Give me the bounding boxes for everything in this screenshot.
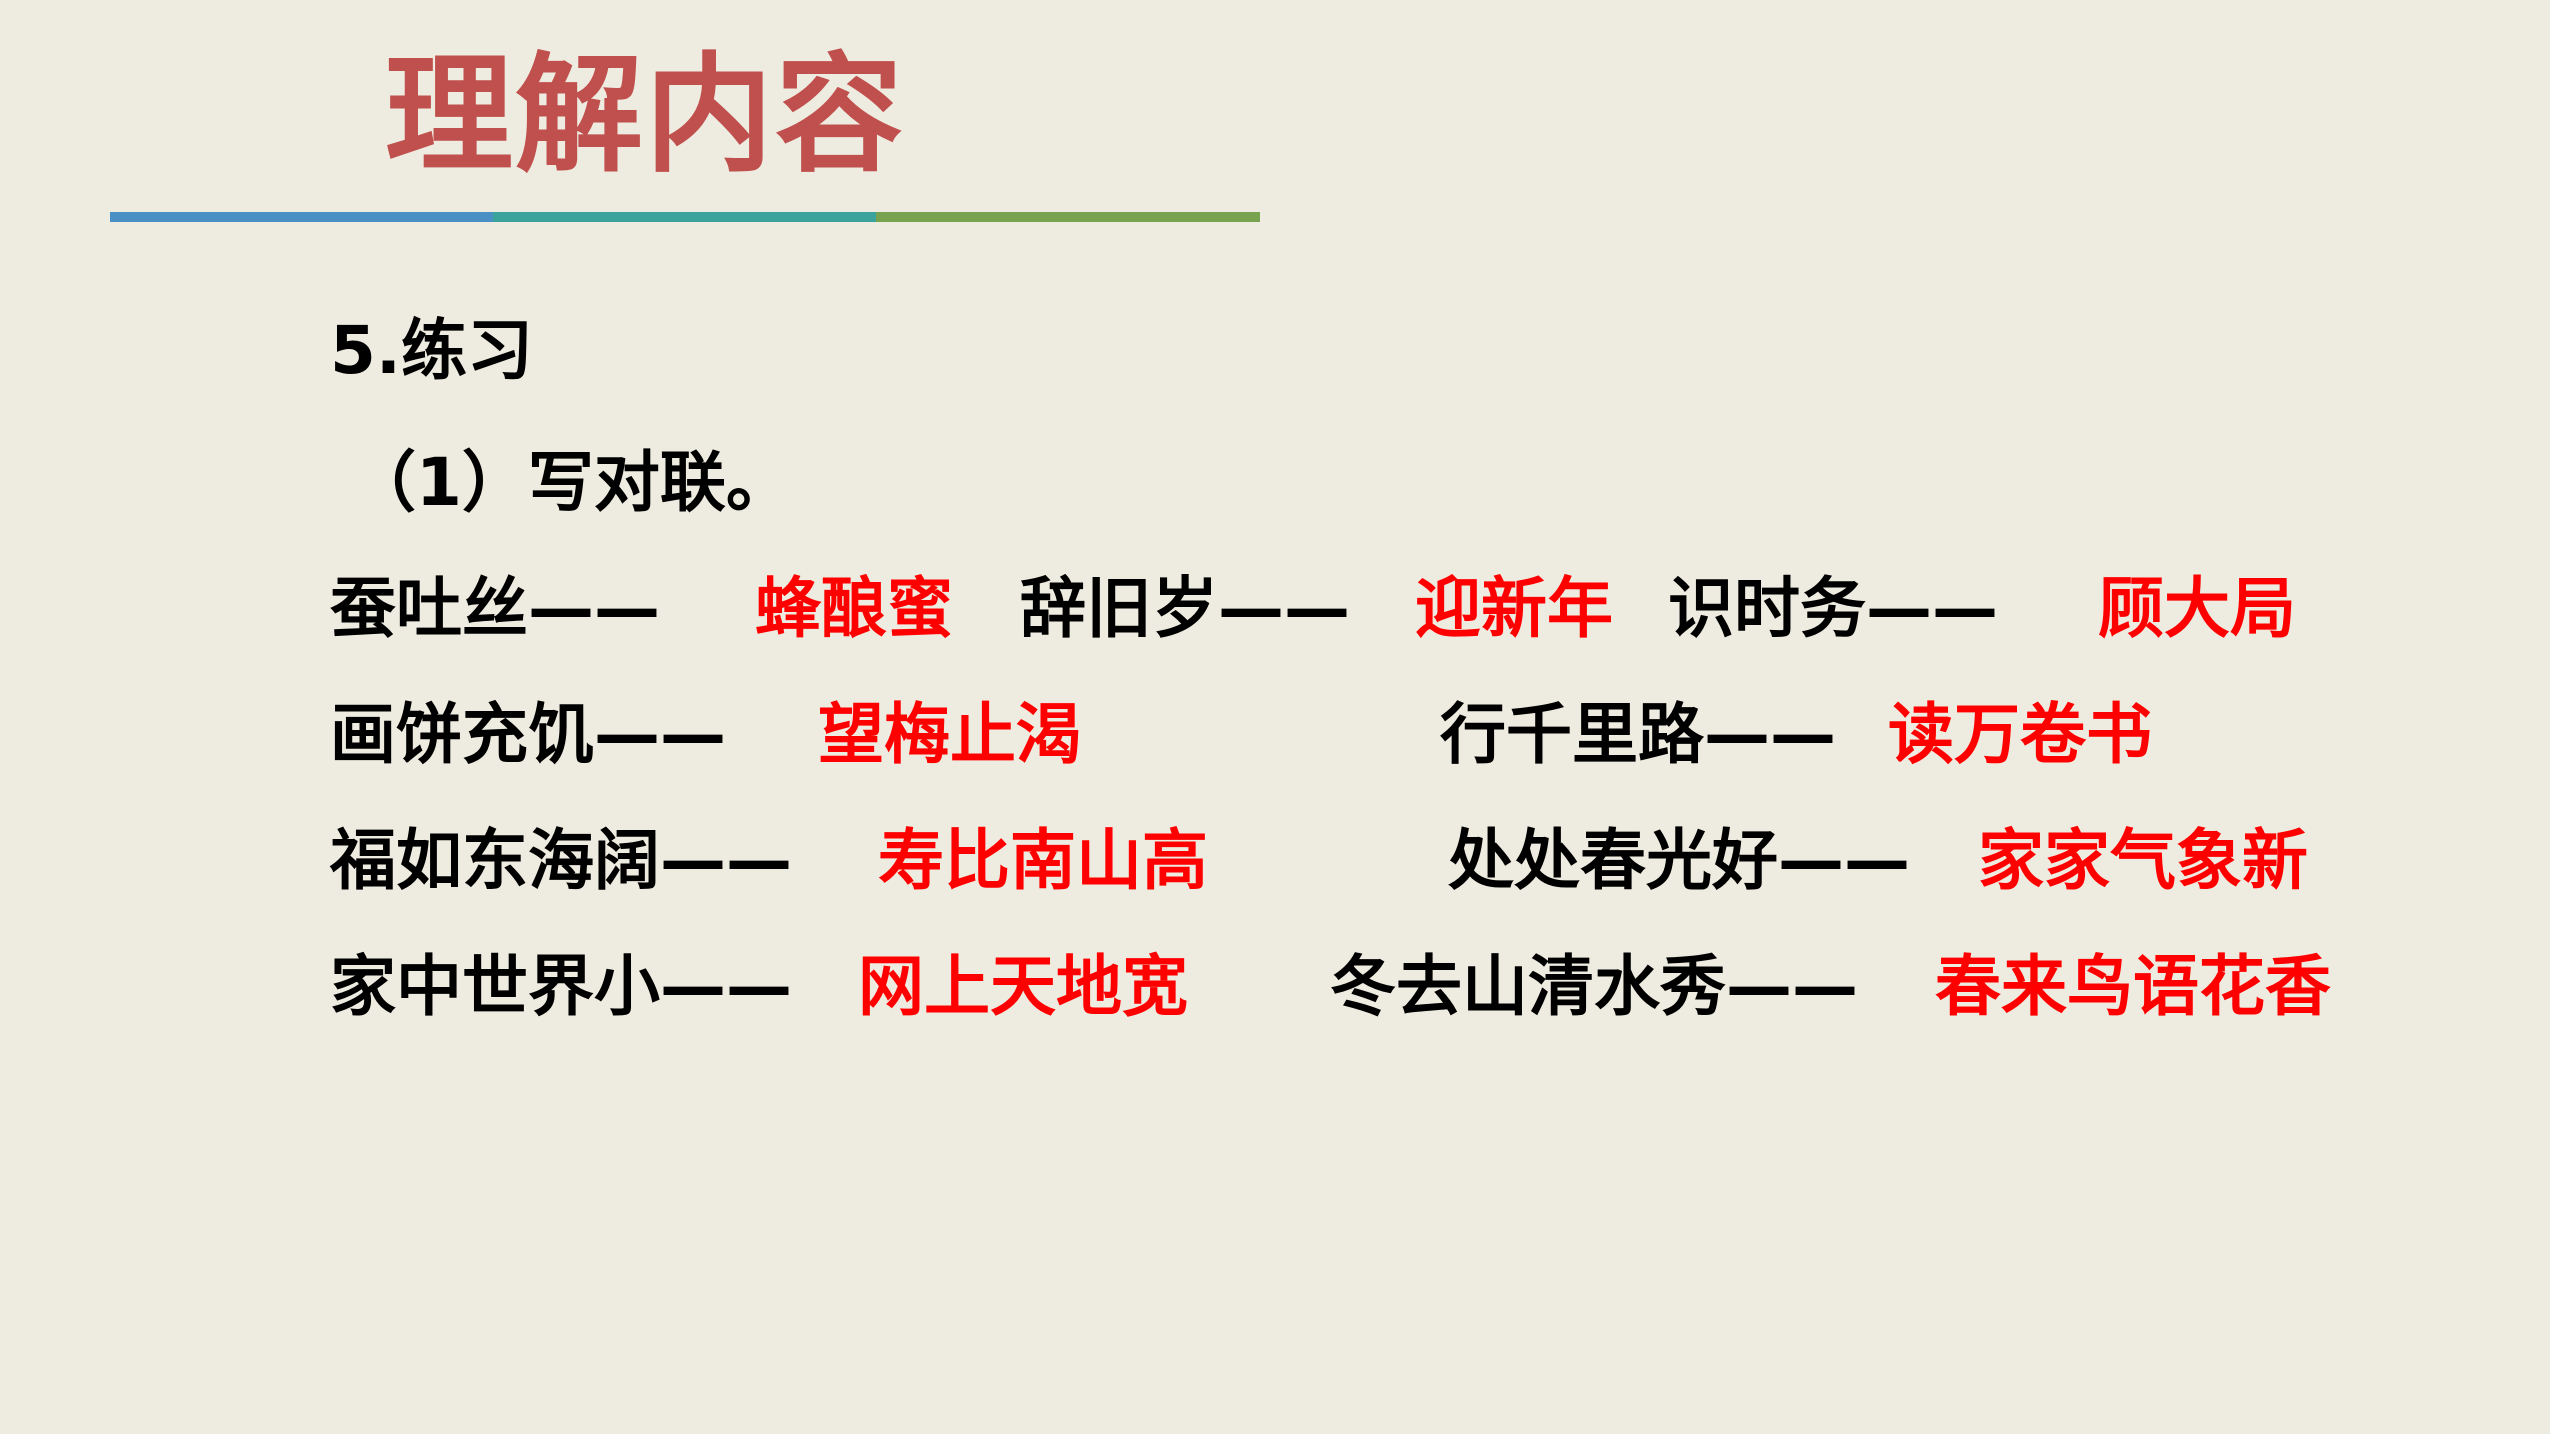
couplet-first-line: 家中世界小——	[330, 948, 792, 1025]
couplet-first-line: 冬去山清水秀——	[1330, 948, 1858, 1025]
couplet-answer: 家家气象新	[1978, 822, 2308, 899]
title-underline-green	[876, 212, 1260, 222]
exercise-instruction: （1）写对联。	[350, 444, 792, 521]
section-heading: 5.练习	[330, 312, 533, 389]
couplet-first-line: 辞旧岁——	[1020, 570, 1350, 647]
couplet-first-line: 画饼充饥——	[330, 696, 726, 773]
couplet-first-line: 处处春光好——	[1448, 822, 1910, 899]
title-underline-blue	[110, 212, 493, 222]
couplet-answer: 蜂酿蜜	[755, 570, 953, 647]
couplet-first-line: 识时务——	[1668, 570, 1998, 647]
couplet-answer: 迎新年	[1415, 570, 1613, 647]
couplet-answer: 望梅止渴	[818, 696, 1082, 773]
title-underline-teal	[493, 212, 876, 222]
couplet-answer: 网上天地宽	[858, 948, 1188, 1025]
couplet-answer: 寿比南山高	[878, 822, 1208, 899]
couplet-answer: 读万卷书	[1888, 696, 2152, 773]
couplet-first-line: 蚕吐丝——	[330, 570, 660, 647]
couplet-answer: 顾大局	[2098, 570, 2296, 647]
couplet-answer: 春来鸟语花香	[1935, 948, 2331, 1025]
page-title: 理解内容	[385, 41, 906, 190]
couplet-first-line: 福如东海阔——	[330, 822, 792, 899]
couplet-first-line: 行千里路——	[1440, 696, 1836, 773]
